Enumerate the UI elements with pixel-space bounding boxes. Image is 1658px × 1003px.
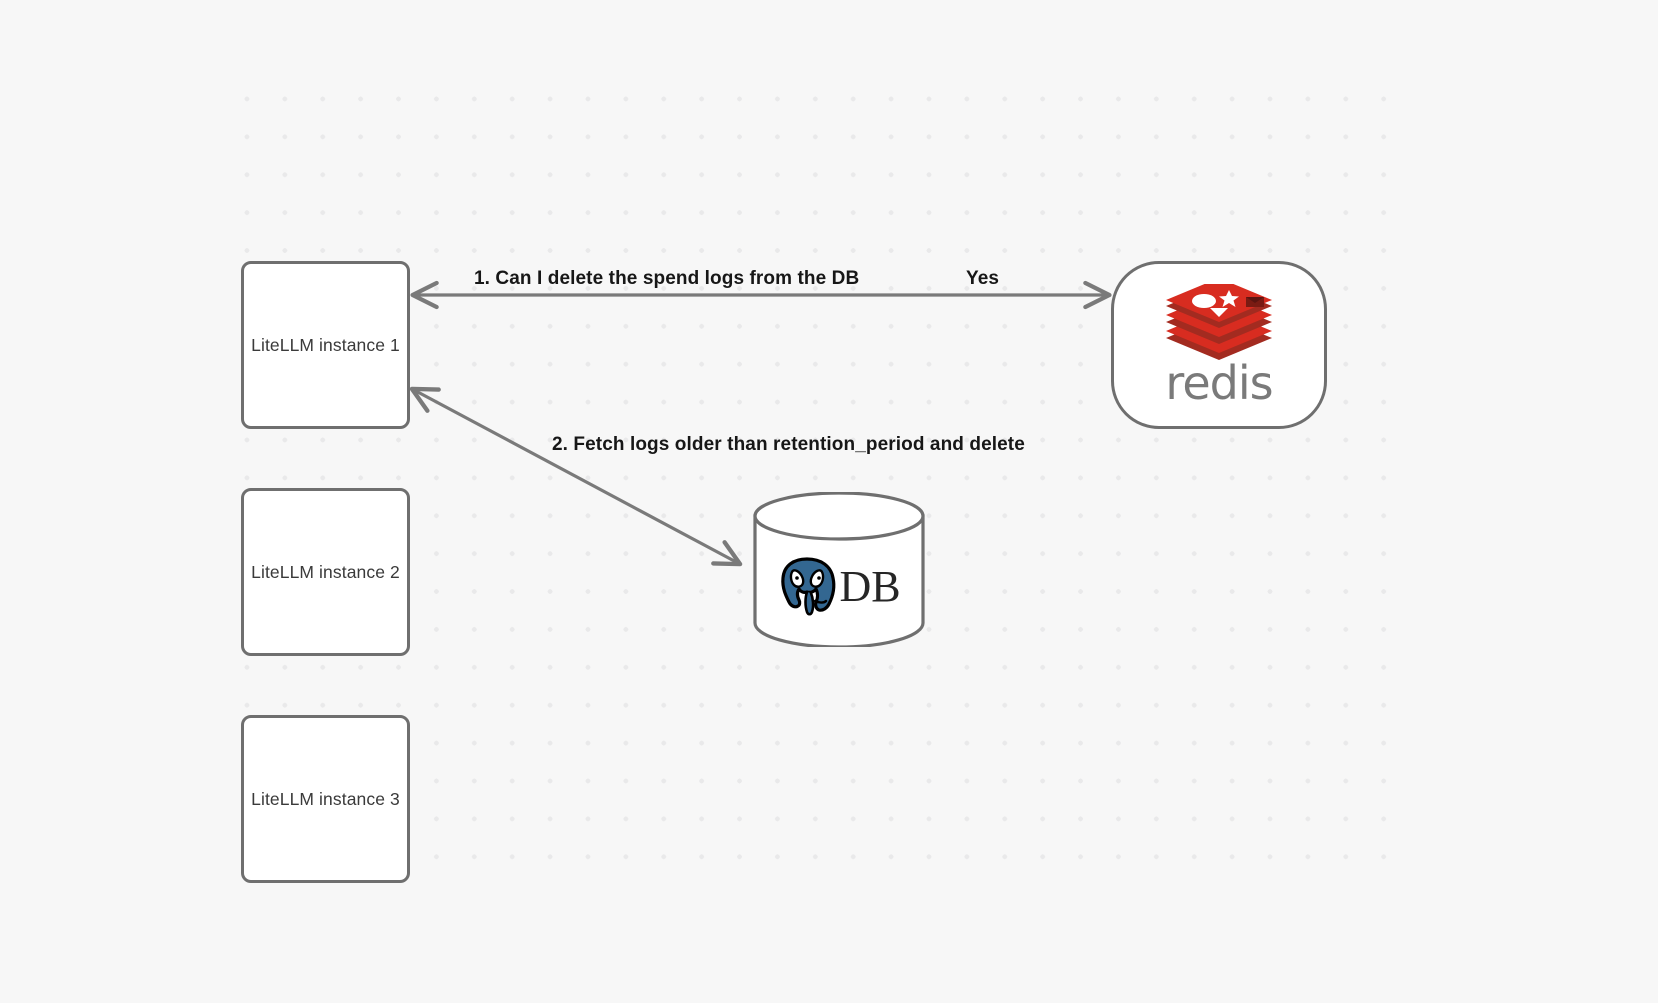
redis-logo-group: redis: [1160, 284, 1278, 406]
edge-label-step-1: 1. Can I delete the spend logs from the …: [474, 268, 860, 289]
node-litellm-instance-3[interactable]: LiteLLM instance 3: [241, 715, 410, 883]
node-litellm-instance-3-label: LiteLLM instance 3: [251, 788, 400, 809]
node-redis[interactable]: redis: [1111, 261, 1327, 429]
redis-logo-icon: [1166, 284, 1272, 361]
db-cylinder-shape: [753, 492, 925, 647]
node-litellm-instance-2-label: LiteLLM instance 2: [251, 561, 400, 582]
postgresql-elephant-icon: [781, 557, 836, 616]
node-litellm-instance-2[interactable]: LiteLLM instance 2: [241, 488, 410, 656]
redis-wordmark: redis: [1165, 356, 1273, 411]
node-litellm-instance-1[interactable]: LiteLLM instance 1: [241, 261, 410, 429]
db-label: DB: [839, 562, 901, 611]
edge-llm1-db: [409, 386, 743, 567]
node-postgres-db[interactable]: DB: [753, 492, 925, 647]
node-litellm-instance-1-label: LiteLLM instance 1: [251, 334, 400, 355]
db-caption-group: DB: [753, 556, 925, 618]
edge-label-yes: Yes: [966, 268, 1000, 289]
edge-label-step-2: 2. Fetch logs older than retention_perio…: [552, 434, 1025, 455]
